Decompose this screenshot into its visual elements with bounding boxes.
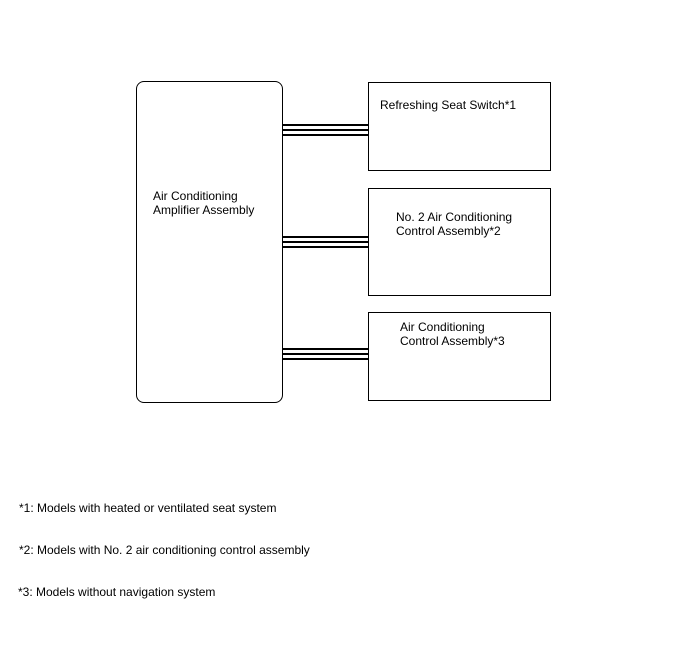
wire-harness-control-assembly: [283, 348, 368, 360]
footnote-3: *3: Models without navigation system: [18, 585, 216, 599]
wire-line: [283, 348, 368, 350]
wire-line: [283, 358, 368, 360]
wire-line: [283, 241, 368, 243]
no2-air-conditioning-control-assembly-box: [368, 188, 551, 296]
wire-line: [283, 124, 368, 126]
no2-air-conditioning-control-assembly-label: No. 2 Air Conditioning Control Assembly*…: [396, 210, 513, 238]
footnote-2: *2: Models with No. 2 air conditioning c…: [19, 543, 310, 557]
air-conditioning-control-assembly-label: Air Conditioning Control Assembly*3: [400, 320, 505, 348]
wire-line: [283, 134, 368, 136]
wire-harness-refreshing-seat-switch: [283, 124, 368, 136]
wire-line: [283, 353, 368, 355]
footnote-1: *1: Models with heated or ventilated sea…: [19, 501, 277, 515]
air-conditioning-amplifier-label: Air Conditioning Amplifier Assembly: [153, 189, 255, 217]
wire-harness-no2-control-assembly: [283, 236, 368, 248]
air-conditioning-amplifier-box: [136, 81, 283, 403]
refreshing-seat-switch-label: Refreshing Seat Switch*1: [380, 98, 517, 112]
wire-line: [283, 129, 368, 131]
wire-line: [283, 236, 368, 238]
air-conditioning-control-assembly-box: [368, 312, 551, 401]
wire-line: [283, 246, 368, 248]
refreshing-seat-switch-box: [368, 82, 551, 171]
